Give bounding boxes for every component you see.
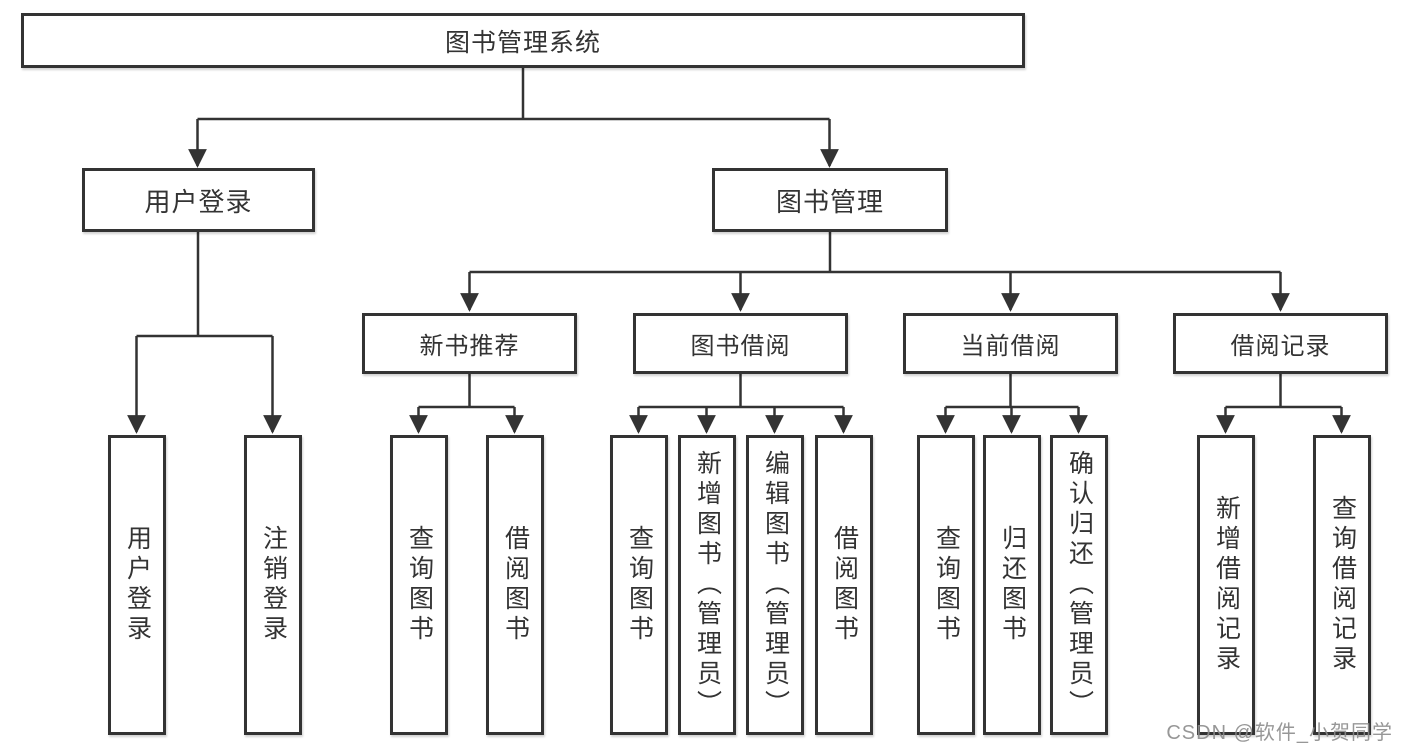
leaf-borrow-books-borrowing: 借阅图书 xyxy=(815,435,873,735)
leaf-query-books-borrowing: 查询图书 xyxy=(610,435,668,735)
node-library-system: 图书管理系统 xyxy=(21,13,1025,68)
leaf-query-books-recommend: 查询图书 xyxy=(390,435,448,735)
node-label: 当前借阅 xyxy=(960,333,1061,360)
leaf-return-books: 归还图书 xyxy=(983,435,1041,735)
node-label: 借阅记录 xyxy=(1230,333,1331,360)
leaf-label: 用户登录 xyxy=(123,525,152,645)
leaf-borrow-books-recommend: 借阅图书 xyxy=(486,435,544,735)
leaf-label: 查询借阅记录 xyxy=(1328,495,1357,675)
leaf-confirm-return-admin: 确认归还（管理员） xyxy=(1050,435,1108,735)
leaf-edit-books-admin: 编辑图书（管理员） xyxy=(746,435,804,735)
leaf-label: 借阅图书 xyxy=(830,525,859,645)
leaf-user-login: 用户登录 xyxy=(108,435,166,735)
leaf-label: 查询图书 xyxy=(932,525,961,645)
node-label: 图书管理系统 xyxy=(444,28,601,57)
leaf-add-books-admin: 新增图书（管理员） xyxy=(678,435,736,735)
node-label: 图书借阅 xyxy=(690,333,791,360)
node-user-login: 用户登录 xyxy=(82,168,315,232)
leaf-label: 归还图书 xyxy=(998,525,1027,645)
node-current-borrowing: 当前借阅 xyxy=(903,313,1118,374)
leaf-query-borrow-record: 查询借阅记录 xyxy=(1313,435,1371,735)
leaf-label: 新增图书（管理员） xyxy=(693,450,722,720)
csdn-watermark: CSDN @软件_小贺同学 xyxy=(1166,722,1393,744)
leaf-label: 查询图书 xyxy=(625,525,654,645)
leaf-label: 编辑图书（管理员） xyxy=(761,450,790,720)
leaf-label: 注销登录 xyxy=(259,525,288,645)
node-label: 新书推荐 xyxy=(419,333,520,360)
node-label: 用户登录 xyxy=(144,186,253,217)
node-label: 图书管理 xyxy=(775,186,884,217)
leaf-add-borrow-record: 新增借阅记录 xyxy=(1197,435,1255,735)
leaf-query-books-current: 查询图书 xyxy=(917,435,975,735)
leaf-label: 新增借阅记录 xyxy=(1212,495,1241,675)
node-book-management: 图书管理 xyxy=(712,168,948,232)
leaf-label: 确认归还（管理员） xyxy=(1065,450,1094,720)
node-new-book-recommend: 新书推荐 xyxy=(362,313,577,374)
leaf-label: 借阅图书 xyxy=(501,525,530,645)
node-book-borrowing: 图书借阅 xyxy=(633,313,848,374)
node-borrowing-records: 借阅记录 xyxy=(1173,313,1388,374)
leaf-label: 查询图书 xyxy=(405,525,434,645)
leaf-logout: 注销登录 xyxy=(244,435,302,735)
